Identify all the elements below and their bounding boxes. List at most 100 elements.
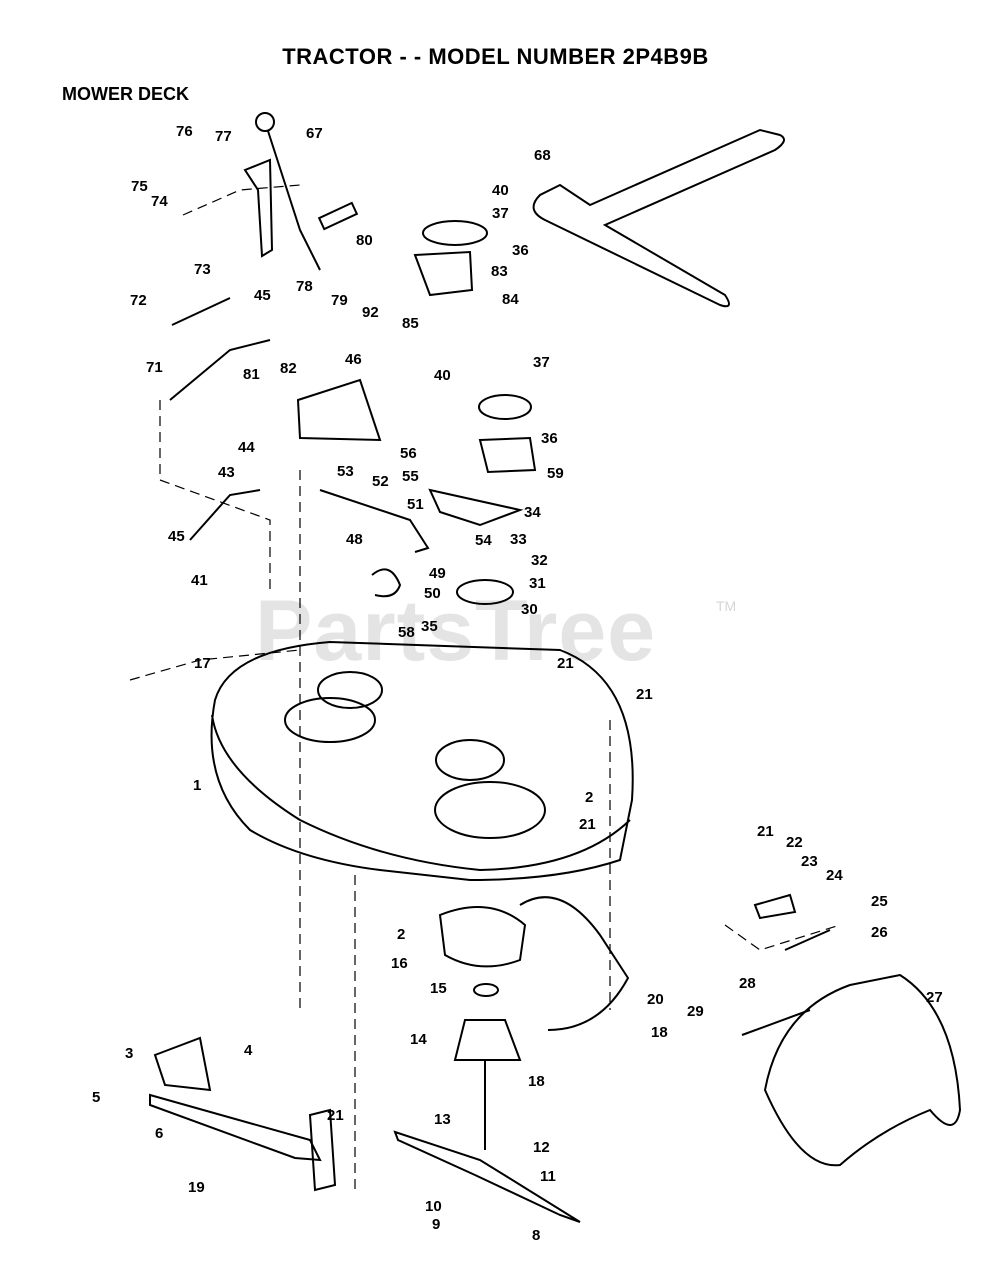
- front-bracket-4: [308, 1108, 337, 1192]
- callout-67: 67: [306, 125, 323, 142]
- callout-18b: 18: [528, 1073, 545, 1090]
- chute-bracket-23: [753, 893, 797, 920]
- callout-8: 8: [532, 1227, 541, 1244]
- callout-2: 2: [397, 926, 406, 943]
- deck-body: [210, 640, 634, 882]
- callout-49: 49: [429, 565, 446, 582]
- callout-44: 44: [238, 439, 255, 456]
- callout-40b: 40: [434, 367, 451, 384]
- callout-30: 30: [521, 601, 538, 618]
- callout-82: 82: [280, 360, 297, 377]
- spindle-housing: [453, 1019, 522, 1061]
- chute-rod-29: [741, 1009, 811, 1036]
- callout-22: 22: [786, 834, 803, 851]
- deck-belt-cover: [296, 378, 382, 442]
- callout-12: 12: [533, 1139, 550, 1156]
- callout-11: 11: [540, 1168, 556, 1185]
- idler-pulley-upper: [422, 220, 488, 246]
- callout-83: 83: [491, 263, 508, 280]
- callout-14: 14: [410, 1031, 427, 1048]
- callout-81: 81: [243, 366, 260, 383]
- callout-74: 74: [151, 193, 168, 210]
- callout-24: 24: [826, 867, 843, 884]
- callout-9: 9: [432, 1216, 441, 1233]
- assembly-line-f: [724, 924, 841, 951]
- callout-1: 1: [193, 777, 202, 794]
- callout-45: 45: [254, 287, 271, 304]
- callout-78: 78: [296, 278, 313, 295]
- callout-2b: 2: [585, 789, 594, 806]
- callout-40: 40: [492, 182, 509, 199]
- callout-21a: 21: [557, 655, 574, 672]
- callout-6: 6: [155, 1125, 164, 1142]
- callout-36b: 36: [541, 430, 558, 447]
- callout-73: 73: [194, 261, 211, 278]
- callout-25: 25: [871, 893, 888, 910]
- discharge-chute: [763, 973, 962, 1167]
- callout-43: 43: [218, 464, 235, 481]
- callout-80: 80: [356, 232, 373, 249]
- deck-blade-opening: [434, 781, 546, 839]
- callout-68: 68: [534, 147, 551, 164]
- callout-76: 76: [176, 123, 193, 140]
- callout-32: 32: [531, 552, 548, 569]
- spindle-spacer: [438, 906, 527, 968]
- callout-71: 71: [146, 359, 163, 376]
- callout-5: 5: [92, 1089, 101, 1106]
- callout-34: 34: [524, 504, 541, 521]
- callout-28: 28: [739, 975, 756, 992]
- stabilizer-arm-20: [519, 896, 630, 1031]
- idler-bracket-53: [319, 489, 430, 553]
- callout-48: 48: [346, 531, 363, 548]
- callout-21b: 21: [636, 686, 653, 703]
- callout-19: 19: [188, 1179, 205, 1196]
- callout-20: 20: [647, 991, 664, 1008]
- callout-72: 72: [130, 292, 147, 309]
- callout-52: 52: [372, 473, 389, 490]
- callout-3: 3: [125, 1045, 134, 1062]
- callout-92: 92: [362, 304, 379, 321]
- lift-spring: [171, 297, 231, 326]
- callout-55: 55: [402, 468, 419, 485]
- callout-45b: 45: [168, 528, 185, 545]
- spindle-bearing: [473, 983, 499, 997]
- chute-spring-25: [784, 929, 831, 951]
- callout-50: 50: [424, 585, 441, 602]
- assembly-line-a: [159, 400, 271, 590]
- torsion-spring: [371, 568, 402, 598]
- callout-18a: 18: [651, 1024, 668, 1041]
- page-title: TRACTOR - - MODEL NUMBER 2P4B9B: [282, 44, 709, 69]
- callout-79: 79: [331, 292, 348, 309]
- callout-59: 59: [547, 465, 564, 482]
- callout-77: 77: [215, 128, 232, 145]
- callout-84: 84: [502, 291, 519, 308]
- handle-grip: [317, 201, 359, 231]
- lift-handle: [267, 130, 321, 271]
- callout-21e: 21: [327, 1107, 344, 1124]
- callout-41: 41: [191, 572, 208, 589]
- idler-pulley-lower: [478, 394, 532, 420]
- deck-blade-opening-left: [284, 697, 376, 743]
- drive-belt: [532, 128, 785, 308]
- front-link-6: [149, 1093, 322, 1162]
- callout-31: 31: [529, 575, 546, 592]
- callout-21d: 21: [757, 823, 774, 840]
- deck-pulley-center: [435, 739, 505, 781]
- callout-29: 29: [687, 1003, 704, 1020]
- callout-4: 4: [244, 1042, 253, 1059]
- callout-15: 15: [430, 980, 447, 997]
- idler-arm: [428, 488, 524, 527]
- section-title: MOWER DECK: [62, 84, 189, 104]
- deck-pulley-left: [317, 671, 383, 709]
- pulley-32: [456, 579, 514, 605]
- callout-37: 37: [492, 205, 509, 222]
- lift-bracket: [243, 158, 274, 258]
- callout-54: 54: [475, 532, 492, 549]
- callout-33: 33: [510, 531, 527, 548]
- callout-17: 17: [194, 655, 211, 672]
- watermark-text: PartsTree: [255, 583, 657, 679]
- callout-35: 35: [421, 618, 438, 635]
- assembly-line-b: [129, 649, 301, 681]
- callout-13: 13: [434, 1111, 451, 1128]
